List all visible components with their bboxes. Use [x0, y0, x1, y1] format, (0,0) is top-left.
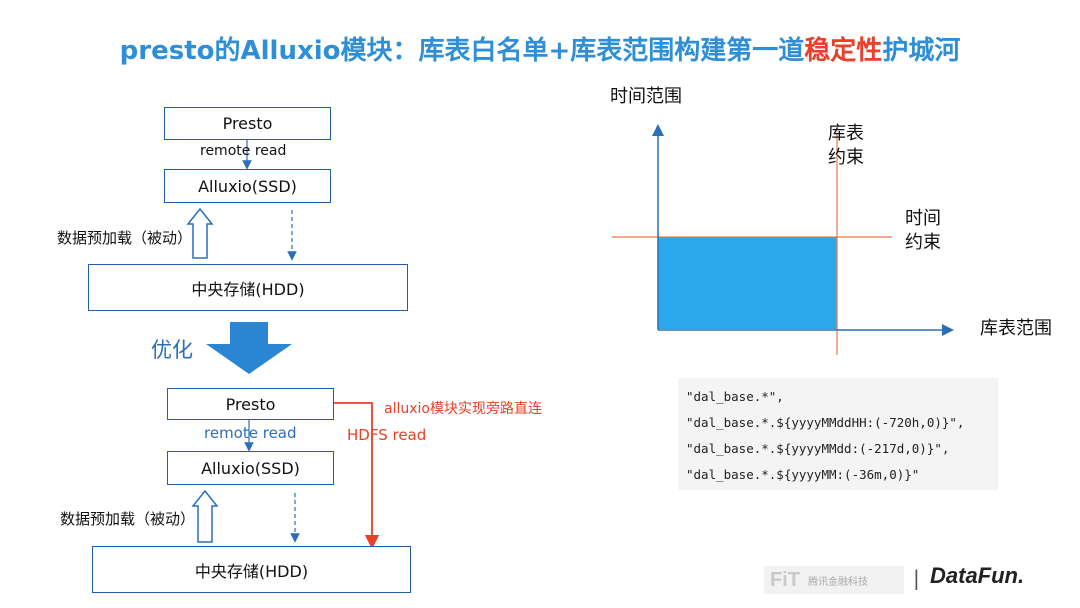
table-constraint-line1: 库表 [828, 123, 864, 144]
table-constraint-line2: 约束 [828, 147, 864, 168]
bottom-presto-box: Presto [167, 388, 334, 420]
whitelist-code-block: "dal_base.*", "dal_base.*.${yyyyMMddHH:(… [678, 378, 998, 490]
table-constraint-label: 库表 约束 [828, 122, 864, 170]
bottom-preload-label: 数据预加载（被动） [60, 510, 196, 528]
footer-separator: | [913, 566, 920, 590]
bottom-alluxio-label: Alluxio(SSD) [201, 458, 300, 478]
top-remote-read-label: remote read [200, 143, 287, 159]
bottom-alluxio-box: Alluxio(SSD) [167, 451, 334, 485]
datafun-logo: DataFun. [930, 563, 1025, 588]
time-constraint-line2: 约束 [905, 232, 941, 253]
code-line: "dal_base.*.${yyyyMM:(-36m,0)}" [686, 467, 920, 482]
top-storage-box: 中央存储(HDD) [88, 264, 408, 311]
top-presto-box: Presto [164, 107, 331, 140]
title-part1: presto的Alluxio模块：库表白名单+库表范围构建第一道 [119, 36, 805, 66]
code-line: "dal_base.*", [686, 389, 784, 404]
bottom-remote-read-label: remote read [204, 424, 297, 442]
optimize-arrow [206, 322, 292, 374]
title-highlight: 稳定性 [804, 36, 883, 66]
code-line: "dal_base.*.${yyyyMMdd:(-217d,0)}", [686, 441, 950, 456]
top-presto-label: Presto [222, 114, 273, 133]
code-line: "dal_base.*.${yyyyMMddHH:(-720h,0)}", [686, 415, 965, 430]
top-alluxio-label: Alluxio(SSD) [198, 176, 297, 196]
x-axis-label: 库表范围 [980, 318, 1052, 339]
y-axis-label: 时间范围 [610, 86, 682, 107]
bypass-note: alluxio模块实现旁路直连 [384, 401, 542, 417]
title-part2: 护城河 [882, 36, 961, 66]
fit-logo-mark: FiT [770, 568, 800, 591]
time-constraint-line1: 时间 [905, 208, 941, 229]
page-title: presto的Alluxio模块：库表白名单+库表范围构建第一道稳定性护城河 [0, 30, 1080, 67]
top-preload-label: 数据预加载（被动） [57, 229, 193, 247]
range-fill-area [658, 237, 837, 329]
top-storage-label: 中央存储(HDD) [191, 279, 305, 299]
bottom-storage-box: 中央存储(HDD) [92, 546, 411, 593]
top-alluxio-box: Alluxio(SSD) [164, 169, 331, 203]
time-constraint-label: 时间 约束 [905, 207, 941, 255]
optimize-label: 优化 [151, 338, 193, 362]
fit-logo: FiT 腾讯金融科技 [764, 566, 904, 594]
bottom-preload-arrow [191, 489, 219, 543]
bottom-storage-label: 中央存储(HDD) [194, 561, 309, 581]
hdfs-read-label: HDFS read [347, 426, 427, 444]
fit-logo-name: 腾讯金融科技 [808, 576, 868, 588]
top-preload-arrow [186, 207, 214, 259]
bypass-arrow [334, 402, 380, 550]
bottom-presto-label: Presto [225, 394, 276, 414]
